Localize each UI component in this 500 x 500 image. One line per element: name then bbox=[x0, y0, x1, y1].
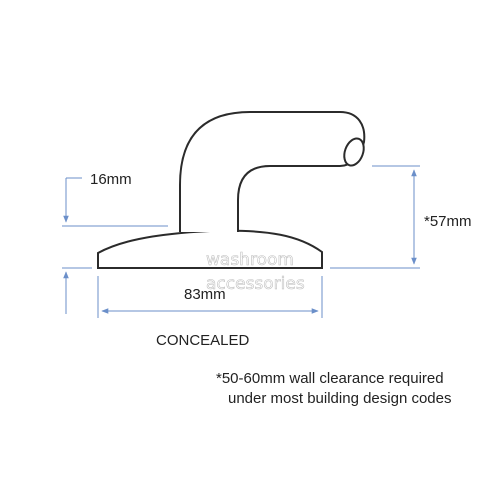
clearance-note-line-2: under most building design codes bbox=[228, 390, 451, 407]
arm-end-cap bbox=[343, 137, 365, 167]
projection-label: *57mm bbox=[424, 213, 472, 230]
mounting-caption: CONCEALED bbox=[156, 332, 250, 349]
clearance-note-line-1: *50-60mm wall clearance required bbox=[216, 370, 444, 387]
height-label: 16mm bbox=[90, 171, 132, 188]
watermark-line-1: washroom bbox=[206, 250, 294, 270]
hook-arm-outline bbox=[179, 111, 366, 232]
width-label: 83mm bbox=[184, 286, 226, 303]
watermark-line-2: accessories bbox=[206, 274, 305, 294]
